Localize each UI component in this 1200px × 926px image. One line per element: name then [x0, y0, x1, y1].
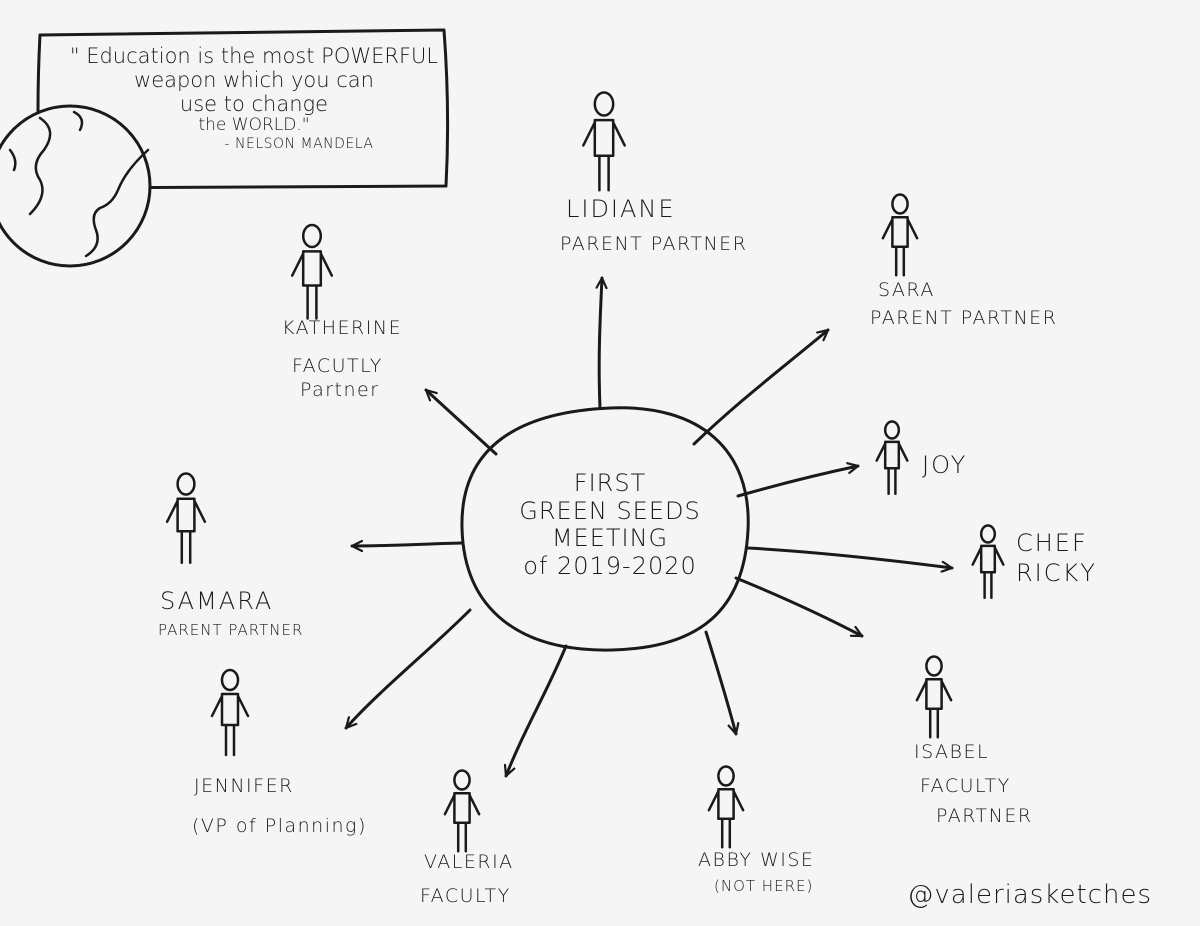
arrow-valeria [506, 644, 568, 778]
quote-line-3: use to change [179, 92, 329, 117]
center-line-2: GREEN SEEDS [519, 496, 701, 525]
valeria-role: FACULTY [420, 885, 511, 907]
isabel-role-line-2: PARTNER [936, 805, 1033, 827]
quote-block: " Education is the most POWERFUL weapon … [64, 44, 444, 152]
lidiane-name: LIDIANE [566, 195, 676, 223]
sara-name: SARA [878, 279, 935, 301]
abby-figure-icon [707, 765, 745, 849]
katherine-role-line-2: Partner [300, 379, 380, 401]
quote-line-1: " Education is the most POWERFUL [69, 44, 439, 68]
center-circle [460, 406, 750, 652]
arrow-isabel [734, 576, 864, 638]
ricky-name-line-2: RICKY [1016, 559, 1097, 587]
samara-name: SAMARA [160, 587, 274, 615]
arrow-abby [704, 630, 736, 736]
center-line-1: FIRST [573, 469, 647, 497]
jennifer-figure-icon [210, 668, 250, 757]
ricky-name-line-1: CHEF [1016, 529, 1088, 557]
valeria-name: VALERIA [424, 851, 514, 873]
katherine-role-line-1: FACUTLY [292, 355, 383, 377]
samara-figure-icon [165, 472, 207, 564]
quote-attribution: - NELSON MANDELA [224, 135, 374, 152]
quote-line-4: the WORLD." [198, 115, 310, 136]
arrow-sara [692, 328, 830, 446]
valeria-figure-icon [443, 769, 481, 853]
quote-line-2: weapon which you can [134, 68, 374, 93]
center-line-4: of 2019-2020 [523, 551, 697, 580]
isabel-figure-icon [915, 655, 953, 739]
quote-box [36, 28, 450, 190]
arrow-joy [736, 466, 860, 498]
joy-name: JOY [922, 451, 968, 479]
joy-figure-icon [875, 420, 909, 495]
center-title: FIRST GREEN SEEDS MEETING of 2019-2020 [480, 469, 740, 580]
connector-arrows [344, 276, 954, 778]
artist-signature: @valeriasketches [907, 880, 1152, 910]
jennifer-name: JENNIFER [194, 775, 294, 797]
abby-note: (NOT HERE) [714, 877, 814, 895]
katherine-name: KATHERINE [282, 317, 403, 339]
arrow-katherine [424, 388, 498, 456]
globe-icon [0, 104, 152, 268]
isabel-role-line-1: FACULTY [920, 775, 1011, 797]
lidiane-role: PARENT PARTNER [560, 233, 748, 255]
abby-name: ABBY WISE [698, 849, 815, 871]
arrow-ricky [746, 546, 954, 568]
arrow-samara [350, 543, 464, 546]
center-line-3: MEETING [551, 524, 669, 553]
stick-figures [165, 91, 1005, 853]
ricky-figure-icon [971, 524, 1005, 599]
arrow-lidiane [599, 276, 602, 410]
sara-role: PARENT PARTNER [870, 307, 1058, 329]
sara-figure-icon [881, 193, 919, 277]
lidiane-figure-icon [582, 91, 626, 192]
arrow-jennifer [344, 608, 472, 730]
isabel-name: ISABEL [914, 741, 990, 763]
jennifer-role: (VP of Planning) [192, 815, 367, 837]
samara-role: PARENT PARTNER [158, 621, 304, 639]
katherine-figure-icon [290, 223, 334, 320]
